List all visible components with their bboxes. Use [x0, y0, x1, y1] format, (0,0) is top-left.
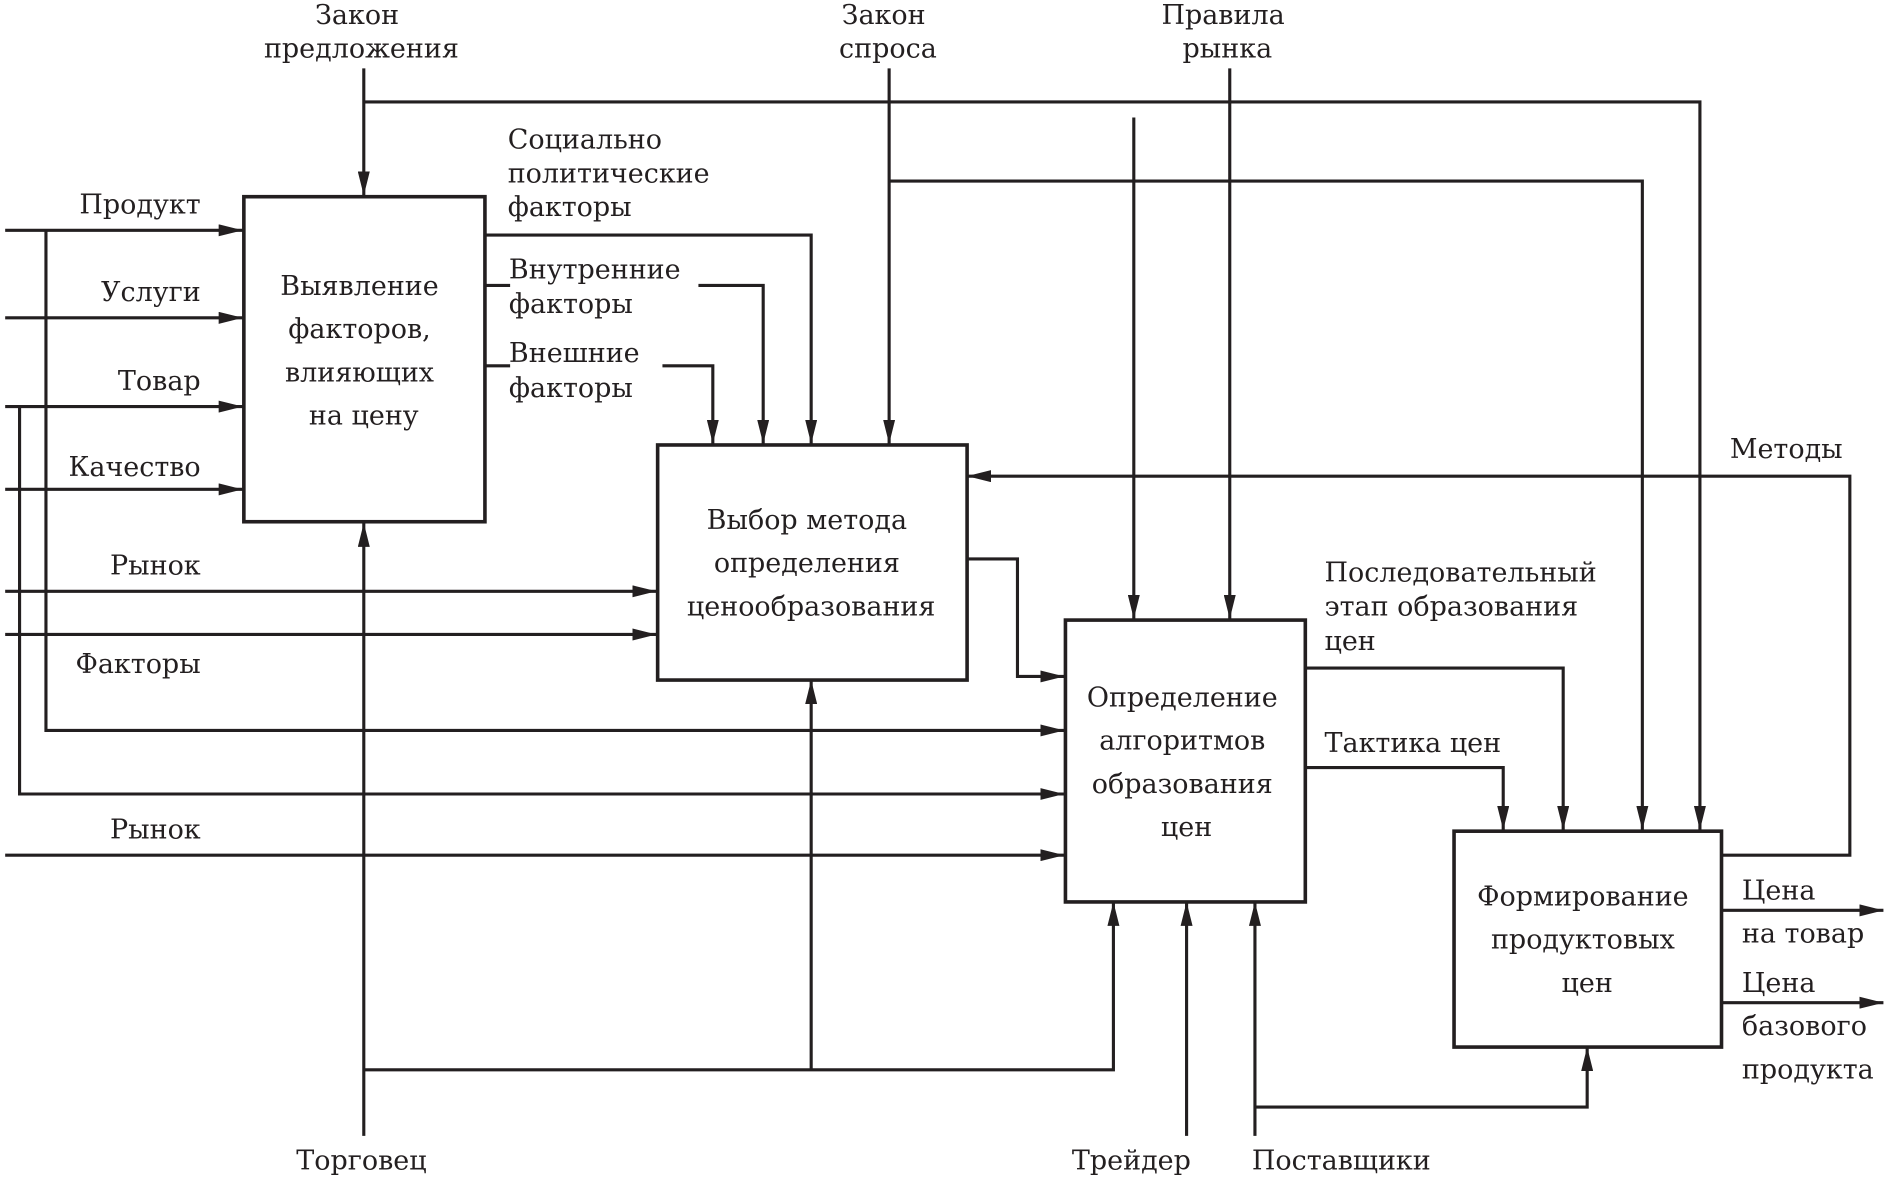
box-method-selection: Выбор метода определения ценообразования — [655, 443, 969, 682]
box-forming-frame — [1452, 829, 1724, 1049]
external-factors-label: Внешние факторы — [509, 338, 648, 404]
services-label: Услуги — [101, 277, 201, 308]
methods-feedback-arrow — [967, 470, 1852, 857]
supply-law-branch — [363, 100, 1706, 830]
price-tactics-arrow — [1305, 766, 1510, 830]
market-2-label: Рынок — [110, 814, 201, 845]
box-algorithms-frame — [1063, 618, 1308, 904]
suppliers-label: Поставщики — [1252, 1145, 1431, 1176]
box-identify-factors: Выявление факторов, влияющих на цену — [242, 194, 487, 524]
demand-law-branch — [889, 179, 1649, 830]
product-branch-arrow — [44, 230, 1065, 737]
trader-label: Трейдер — [1072, 1145, 1191, 1176]
box-method-frame — [655, 443, 969, 682]
box-algorithms-label: Определение алгоритмов образования цен — [1087, 682, 1286, 843]
box-method-label: Выбор метода определения ценообразования — [687, 505, 936, 622]
box-identify-label: Выявление факторов, влияющих на цену — [280, 271, 447, 432]
internal-factors-label: Внутренние факторы — [509, 254, 689, 320]
goods-branch-arrow — [18, 406, 1065, 800]
box-price-forming: Формирование продуктовых цен — [1452, 829, 1724, 1049]
suppliers-branch — [1254, 1047, 1594, 1109]
market-rules-label: Правила рынка — [1161, 0, 1293, 65]
socio-political-label: Социально политические факторы — [508, 125, 718, 223]
box-identify-frame — [242, 194, 487, 524]
box-algorithms: Определение алгоритмов образования цен — [1063, 618, 1308, 904]
merchant-branch — [363, 901, 1120, 1072]
goods-price-label: Цена на товар — [1742, 876, 1864, 950]
internal-factors-arrow — [484, 283, 763, 443]
socio-political-factors-arrow — [484, 233, 818, 444]
external-factors-arrow — [484, 364, 713, 444]
market-label: Рынок — [110, 551, 201, 582]
method-output-arrow — [967, 557, 1065, 683]
price-tactics-label: Тактика цен — [1325, 728, 1502, 759]
methods-label: Методы — [1730, 434, 1843, 465]
sequential-stage-arrow — [1305, 666, 1570, 830]
box-forming-label: Формирование продуктовых цен — [1477, 882, 1697, 999]
sequential-stage-label: Последовательный этап образования цен — [1325, 558, 1606, 657]
supply-law-label: Закон предложения — [264, 0, 459, 65]
merchant-label: Торговец — [296, 1145, 426, 1176]
demand-law-label: Закон спроса — [839, 0, 937, 65]
quality-label: Качество — [68, 452, 200, 483]
base-price-label: Цена базового продукта — [1742, 968, 1876, 1085]
connection-lines — [5, 68, 1884, 1136]
goods-label: Товар — [118, 366, 201, 397]
product-label: Продукт — [79, 189, 200, 220]
factors-label: Факторы — [75, 649, 200, 680]
